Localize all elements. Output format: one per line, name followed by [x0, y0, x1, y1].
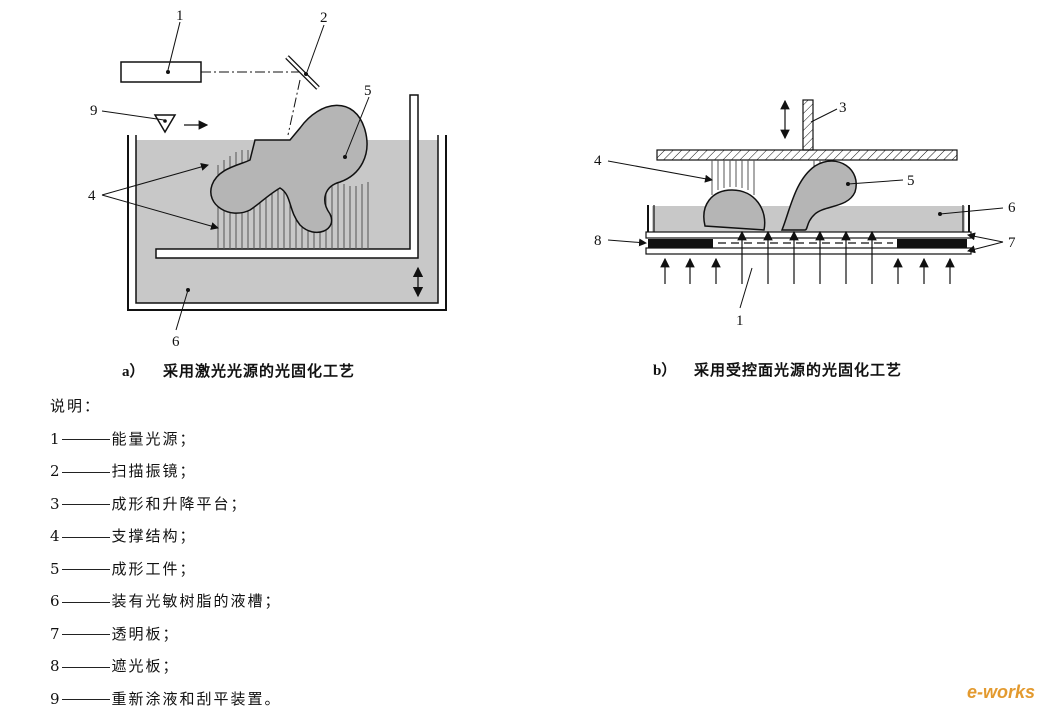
legend-item-text: 能量光源； — [112, 430, 197, 448]
legend-item-number: 1 — [50, 430, 60, 448]
legend-dash — [62, 472, 110, 473]
legend-item: 5 成形工件； — [50, 553, 282, 586]
transparent-plate — [646, 232, 971, 238]
legend-dash — [62, 699, 110, 700]
legend-dash — [62, 667, 110, 668]
caption-a-label: a） — [122, 362, 145, 380]
legend-dash — [62, 634, 110, 635]
formed-part-b-left — [704, 190, 765, 230]
caption-b-text: 采用受控面光源的光固化工艺 — [693, 361, 902, 379]
figure-b-diagram: 3 4 5 6 7 8 1 b） 采用受控面光源的光固化工艺 — [594, 100, 1016, 379]
caption-b-label: b） — [653, 361, 676, 379]
legend-dash — [62, 569, 110, 570]
caption-a-text: 采用激光光源的光固化工艺 — [162, 362, 355, 380]
legend-item: 4 支撑结构； — [50, 520, 282, 553]
recoater-device — [155, 115, 175, 132]
legend-dash — [62, 602, 110, 603]
legend-item-number: 2 — [50, 462, 60, 480]
legend-item-text: 透明板； — [112, 625, 180, 643]
process-diagram: 1 2 5 9 4 6 a） 采用激光光源的光固化工艺 — [0, 0, 1045, 390]
legend-item: 6 装有光敏树脂的液槽； — [50, 585, 282, 618]
legend-dash — [62, 439, 110, 440]
callout-a-1: 1 — [176, 8, 184, 24]
light-mask-right — [897, 239, 967, 248]
legend-item-number: 4 — [50, 527, 60, 545]
legend-item: 7 透明板； — [50, 618, 282, 651]
callout-b-8: 8 — [594, 233, 602, 249]
legend-dash — [62, 537, 110, 538]
legend-item: 2 扫描振镜； — [50, 455, 282, 488]
light-mask-left — [648, 239, 713, 248]
callout-b-3: 3 — [839, 100, 847, 116]
legend-item-number: 9 — [50, 690, 60, 708]
callout-a-2: 2 — [320, 10, 328, 26]
legend-item-text: 成形工件； — [112, 560, 197, 578]
callout-a-5: 5 — [364, 83, 372, 99]
legend-item-number: 7 — [50, 625, 60, 643]
legend-title: 说明： — [50, 390, 282, 423]
watermark-logo: e-works — [967, 682, 1035, 703]
legend-item: 8 遮光板； — [50, 650, 282, 683]
legend-item-number: 6 — [50, 592, 60, 610]
callout-b-4: 4 — [594, 153, 602, 169]
callout-b-7: 7 — [1008, 235, 1016, 251]
callout-b-1: 1 — [736, 313, 744, 329]
legend-item-text: 重新涂液和刮平装置。 — [112, 690, 282, 708]
legend-item-number: 5 — [50, 560, 60, 578]
callout-a-6: 6 — [172, 334, 180, 350]
legend-item: 9 重新涂液和刮平装置。 — [50, 683, 282, 715]
figure-a-diagram: 1 2 5 9 4 6 a） 采用激光光源的光固化工艺 — [88, 8, 446, 380]
legend-item-number: 8 — [50, 657, 60, 675]
callout-a-9: 9 — [90, 103, 98, 119]
legend-item-text: 支撑结构； — [112, 527, 197, 545]
legend-item-text: 遮光板； — [112, 657, 180, 675]
legend-item-text: 装有光敏树脂的液槽； — [112, 592, 282, 610]
legend-item: 1 能量光源； — [50, 423, 282, 456]
callout-b-6: 6 — [1008, 200, 1016, 216]
legend-item-text: 扫描振镜； — [112, 462, 197, 480]
energy-source — [121, 62, 201, 82]
callout-a-4: 4 — [88, 188, 96, 204]
legend-item-number: 3 — [50, 495, 60, 513]
legend: 说明： 1 能量光源； 2 扫描振镜； 3 成形和升降平台； 4 支撑结构； 5 成形工件… — [50, 390, 282, 715]
legend-item: 3 成形和升降平台； — [50, 488, 282, 521]
build-platform-b — [657, 150, 957, 160]
callout-b-5: 5 — [907, 173, 915, 189]
legend-item-text: 成形和升降平台； — [112, 495, 248, 513]
legend-dash — [62, 504, 110, 505]
